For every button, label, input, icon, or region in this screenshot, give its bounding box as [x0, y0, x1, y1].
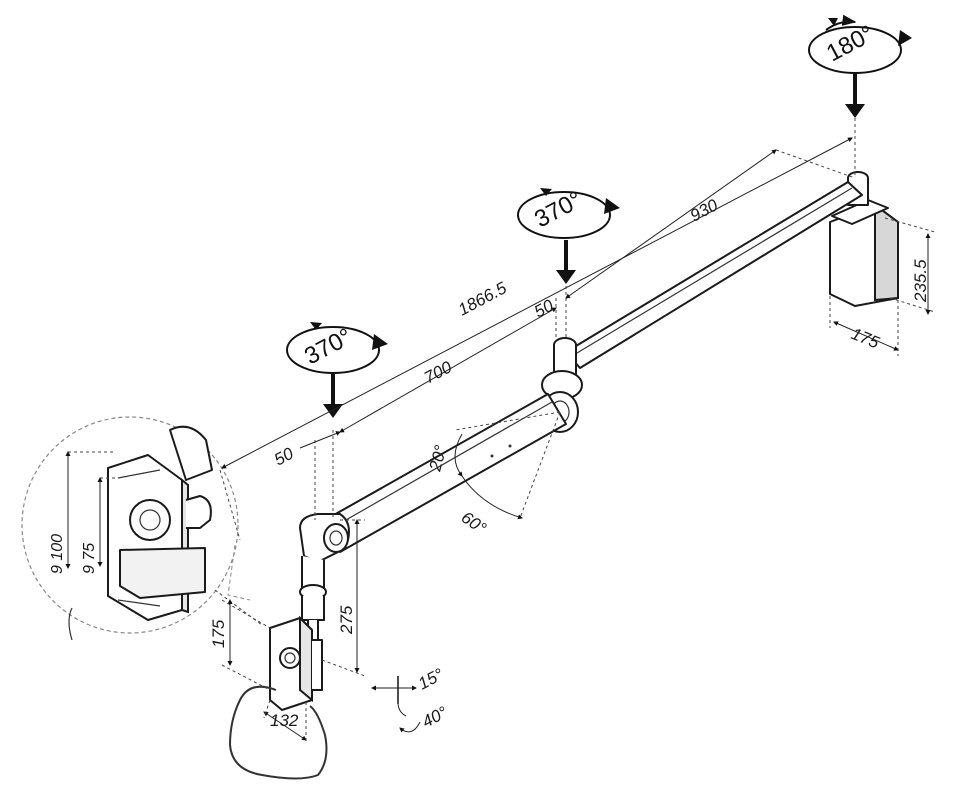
label-plate-width: 132 — [270, 711, 299, 730]
label-head-swivel: 40° — [419, 703, 451, 732]
rotation-symbol-lower: 370° — [286, 322, 388, 418]
detail-callout — [21, 416, 263, 641]
label-outer-arm: 930 — [687, 195, 721, 225]
lower-joint — [299, 513, 350, 641]
rotation-symbol-top: 180° — [808, 14, 912, 118]
label-offset-low: 50 — [271, 444, 297, 470]
label-mount-width: 175 — [849, 324, 883, 352]
inner-arm — [324, 393, 567, 553]
label-total-length: 1866.5 — [455, 278, 510, 319]
rotation-symbol-middle: 370° — [517, 186, 620, 284]
label-offset-mid: 50 — [531, 296, 557, 322]
label-head-tilt: 15° — [415, 665, 447, 694]
label-plate-height: 175 — [209, 619, 228, 648]
label-vesa-outer: 9 100 — [49, 534, 66, 574]
label-pole-height: 275 — [337, 605, 356, 635]
dimension-lines — [221, 118, 936, 744]
cable-loop — [228, 685, 328, 780]
label-mount-height: 235.5 — [911, 259, 930, 303]
label-tilt-down: 60° — [458, 508, 490, 538]
label-vesa-inner: 9 75 — [81, 543, 98, 574]
